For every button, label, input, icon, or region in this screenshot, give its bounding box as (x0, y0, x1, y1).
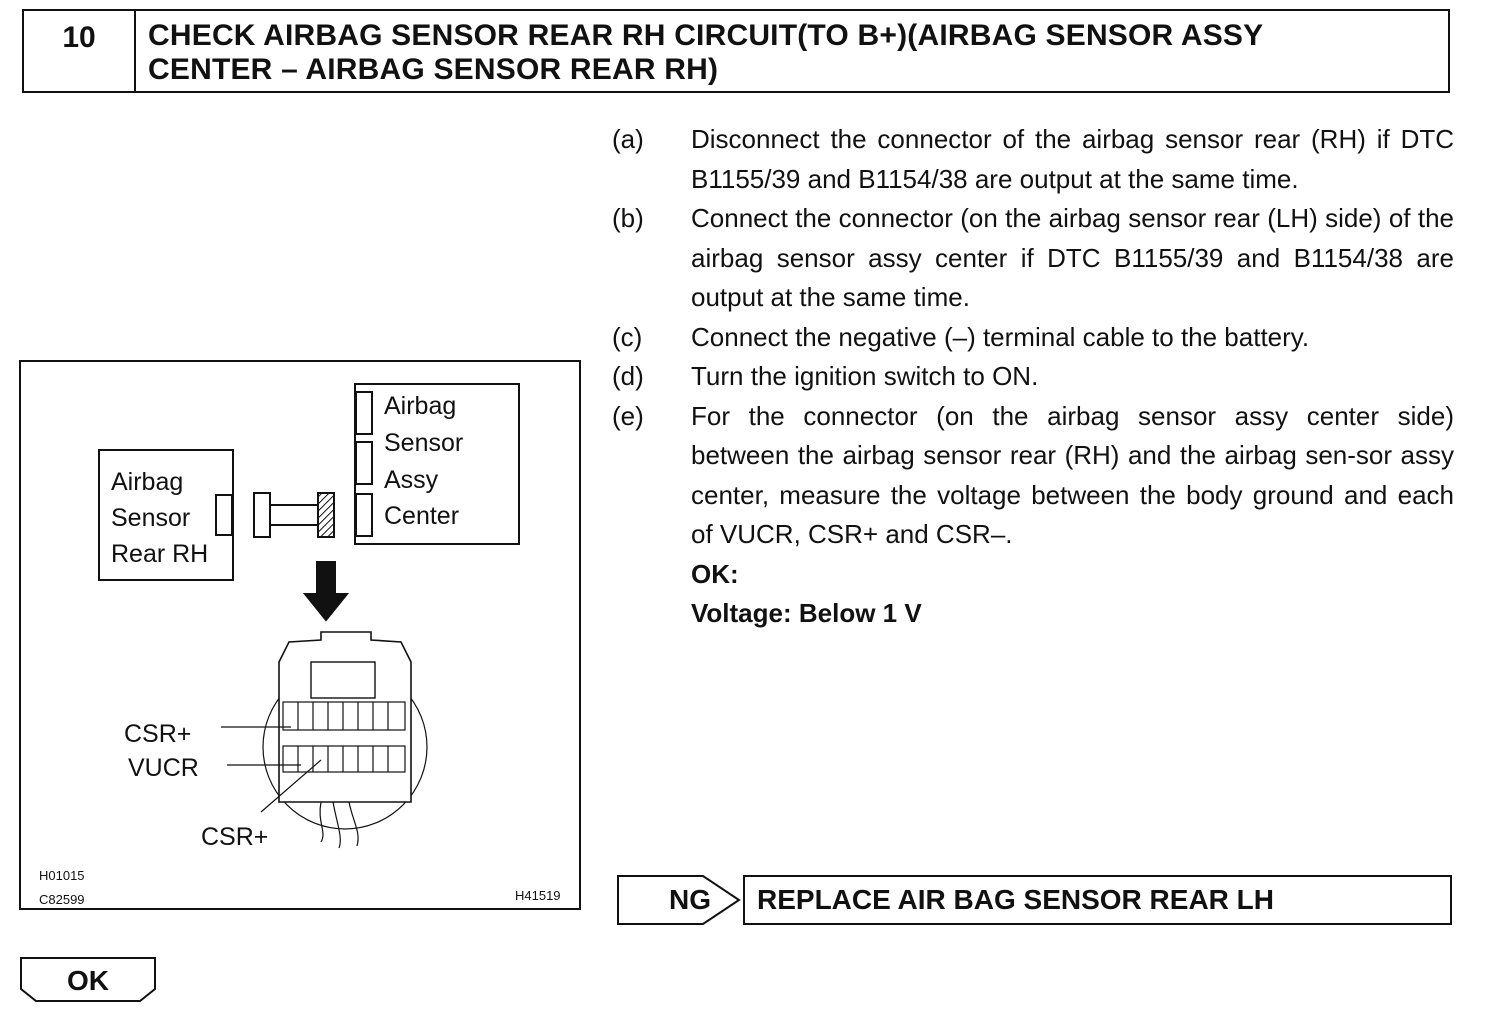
rear-sensor-label-1: Airbag (111, 468, 183, 496)
ng-label: NG (669, 884, 711, 915)
connector-diagram-drawing: Airbag Sensor Rear RH Airbag Sensor Assy… (98, 383, 520, 851)
spec-ok-label: OK: (691, 558, 739, 589)
terminal-grid (282, 701, 406, 773)
left-connector-end (253, 492, 271, 538)
step-c-text: Connect the negative (–) terminal cable … (691, 321, 1310, 352)
figure-code-3: H41519 (515, 888, 561, 903)
figure-code-2: C82599 (39, 892, 85, 907)
center-sensor-label-1: Airbag (384, 392, 456, 420)
step-e-text: For the connector (on the airbag sensor … (691, 400, 1454, 550)
terminal-csr-plus-1: CSR+ (124, 720, 191, 748)
step-a-label: (a) (612, 124, 644, 154)
step-d-label: (d) (612, 361, 644, 391)
ng-result-box: REPLACE AIR BAG SENSOR REAR LH (743, 875, 1452, 925)
step-a: (a) Disconnect the connector of the airb… (612, 120, 1454, 199)
center-sensor-label-3: Assy (384, 466, 439, 494)
down-arrow (302, 561, 350, 622)
ok-button[interactable]: OK (67, 965, 109, 996)
step-c-label: (c) (612, 321, 643, 352)
connector-body (269, 504, 319, 526)
center-sensor-label-4: Center (384, 502, 459, 530)
center-plug-2 (355, 441, 373, 485)
step-title: CHECK AIRBAG SENSOR REAR RH CIRCUIT(TO B… (136, 11, 1448, 91)
step-header: 10 CHECK AIRBAG SENSOR REAR RH CIRCUIT(T… (22, 9, 1450, 93)
rear-sensor-plug (215, 494, 233, 536)
figure-code-1: H01015 (39, 868, 85, 883)
wire-harness (319, 801, 359, 849)
step-c: (c) Connect the negative (–) terminal ca… (612, 318, 1454, 358)
step-a-text: Disconnect the connector of the airbag s… (691, 124, 1454, 194)
terminal-csr-plus-2: CSR+ (201, 823, 268, 851)
ng-branch: NG REPLACE AIR BAG SENSOR REAR LH (617, 875, 1452, 925)
ok-tag-shape (20, 957, 156, 1002)
step-b-text: Connect the connector (on the airbag sen… (691, 203, 1454, 312)
step-d: (d) Turn the ignition switch to ON. (612, 357, 1454, 397)
spec-voltage: Voltage: Below 1 V (691, 598, 922, 628)
ng-tag-shape (617, 875, 741, 925)
center-sensor-label-2: Sensor (384, 429, 463, 457)
step-title-line-2: CENTER – AIRBAG SENSOR REAR RH) (148, 53, 719, 86)
terminal-vucr: VUCR (128, 754, 199, 782)
step-b: (b) Connect the connector (on the airbag… (612, 199, 1454, 318)
connector-diagram: Airbag Sensor Rear RH Airbag Sensor Assy… (19, 360, 581, 910)
step-title-line-1: CHECK AIRBAG SENSOR REAR RH CIRCUIT(TO B… (148, 19, 1264, 52)
csr-plus-leader-2 (260, 759, 322, 813)
procedure-steps: (a) Disconnect the connector of the airb… (612, 120, 1454, 634)
step-e-body: For the connector (on the airbag sensor … (691, 397, 1454, 634)
step-number: 10 (24, 11, 136, 91)
step-e-label: (e) (612, 400, 644, 431)
right-connector-end (317, 492, 335, 538)
center-plug-3 (355, 493, 373, 537)
center-plug-1 (355, 391, 373, 435)
step-e: (e) For the connector (on the airbag sen… (612, 397, 1454, 634)
rear-sensor-label-3: Rear RH (111, 540, 208, 568)
step-d-text: Turn the ignition switch to ON. (691, 361, 1039, 391)
step-b-label: (b) (612, 203, 644, 233)
connector-latch (310, 661, 376, 699)
rear-sensor-label-2: Sensor (111, 504, 190, 532)
